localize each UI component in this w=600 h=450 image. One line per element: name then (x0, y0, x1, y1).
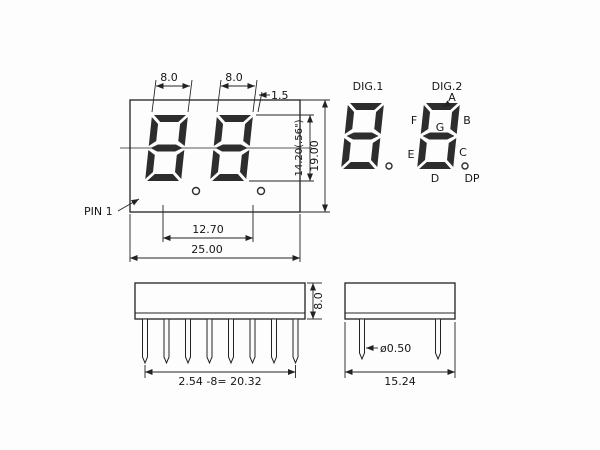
end-view: ø0.50 15.24 (344, 282, 456, 388)
segment-diagram: DIG.1 DIG.2 A F B G E C D DP (341, 80, 480, 185)
display-body-outline (129, 99, 301, 213)
dim-pin-diameter: ø0.50 (366, 342, 411, 355)
dim-gap: 1.5 (257, 89, 289, 113)
segment-g (346, 132, 379, 140)
pin-4 (206, 318, 213, 365)
dim-label-digit1-width: 8.0 (160, 71, 178, 84)
seg-b-label: B (463, 114, 471, 127)
dim-label-overall-width: 25.00 (191, 243, 223, 256)
segment-c (175, 150, 185, 179)
seg-a-label: A (448, 91, 456, 104)
segment-b (374, 105, 384, 134)
dig2-decimal-point (461, 162, 469, 170)
pin1-label: PIN 1 (84, 205, 113, 218)
pin-7 (271, 318, 277, 365)
dim-digit-height: 14.20(.56") (249, 114, 314, 182)
seg-d-label: D (431, 172, 439, 185)
dim-label-gap: 1.5 (271, 89, 289, 102)
end-pin-right (435, 318, 441, 361)
segment-b (243, 117, 253, 146)
dim-label-overall-height: 19.00 (308, 140, 321, 172)
dig1-decimal-point (385, 162, 393, 170)
segment-b (178, 117, 188, 146)
seg-g-label: G (436, 121, 445, 134)
segment-g (422, 132, 455, 140)
segment-b (450, 105, 460, 134)
dim-label-pin-pitch: 2.54 -8= 20.32 (178, 375, 261, 388)
segment-g (215, 144, 248, 152)
dim-pin-pitch: 2.54 -8= 20.32 (144, 365, 296, 388)
seven-segment-digit-2 (210, 115, 253, 181)
dim-body-depth: 15.24 (344, 322, 456, 388)
segment-f (420, 105, 431, 134)
dim-dp-span: 12.70 (162, 205, 254, 242)
segment-c (447, 138, 457, 167)
dim-overall-height: 19.00 (300, 99, 330, 213)
dim-digit2-width: 8.0 (216, 71, 258, 113)
dig2-digit (417, 103, 460, 169)
segment-e (341, 138, 351, 167)
dig1-digit (341, 103, 384, 169)
seg-c-label: C (459, 146, 467, 159)
dim-label-body-depth: 15.24 (384, 375, 416, 388)
decimal-point-1 (191, 186, 201, 196)
segment-e (417, 138, 427, 167)
pin-2 (163, 318, 170, 365)
segment-a (350, 103, 382, 110)
dim-label-digit2-width: 8.0 (225, 71, 243, 84)
segment-e (210, 150, 220, 179)
segment-g (150, 144, 183, 152)
seg-e-label: E (408, 148, 415, 161)
segment-f (344, 105, 355, 134)
segment-d (419, 162, 452, 169)
front-view: 8.0 8.0 1.5 14.20(.56") 19.00 (84, 71, 330, 262)
decimal-point-2 (256, 186, 266, 196)
dim-label-dp-span: 12.70 (192, 223, 224, 236)
seven-segment-digit-1 (145, 115, 188, 181)
segment-e (145, 150, 155, 179)
dp-label: DP (464, 172, 479, 185)
dim-body-height: 8.0 (307, 282, 325, 320)
end-body-outline (344, 282, 456, 320)
seg-a-leader (442, 100, 451, 108)
segment-a (154, 115, 186, 122)
segment-c (240, 150, 250, 179)
segment-d (343, 162, 376, 169)
side-view: 8.0 2.54 -8= 20.32 (134, 282, 325, 388)
segment-d (147, 174, 180, 181)
dim-label-pin-diameter: ø0.50 (380, 342, 411, 355)
pin-3 (185, 318, 191, 365)
pin-8 (292, 318, 299, 365)
segment-f (148, 117, 159, 146)
seg-f-label: F (411, 114, 417, 127)
dig2-label: DIG.2 (432, 80, 463, 93)
dim-digit1-width: 8.0 (151, 71, 193, 113)
segment-a (219, 115, 251, 122)
side-body-outline (134, 282, 306, 320)
end-pin-left (359, 318, 365, 361)
segment-c (371, 138, 381, 167)
segment-d (212, 174, 245, 181)
pin-6 (249, 318, 256, 365)
dim-overall-width: 25.00 (129, 214, 301, 262)
pin-row (142, 318, 299, 365)
pin1-callout: PIN 1 (84, 198, 140, 218)
dim-label-body-height: 8.0 (312, 292, 325, 310)
dig1-label: DIG.1 (353, 80, 384, 93)
dim-label-digit-height: 14.20(.56") (294, 119, 305, 176)
segment-a (426, 103, 458, 110)
pin-5 (228, 318, 234, 365)
pin-1 (142, 318, 148, 365)
segment-f (213, 117, 224, 146)
